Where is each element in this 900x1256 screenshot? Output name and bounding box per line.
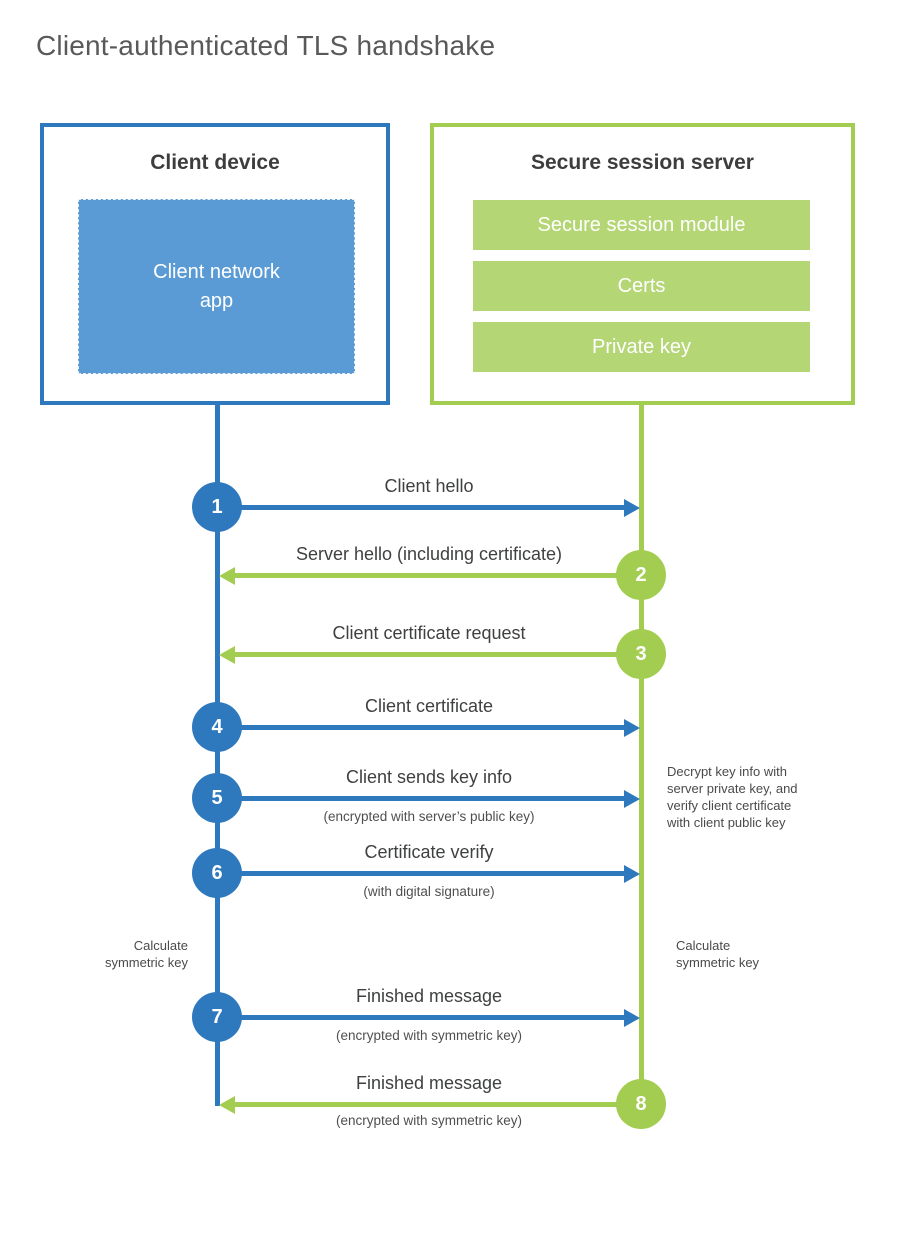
message-label: Client certificate	[364, 696, 494, 716]
client-network-app-label: Client network app	[153, 260, 280, 312]
server-module-bar: Private key	[473, 322, 810, 372]
message-label: Server hello (including certificate)	[295, 544, 563, 564]
client-network-app-box: Client network app	[78, 199, 355, 374]
message-sublabel: (encrypted with server’s public key)	[323, 809, 535, 824]
arrowhead-right-icon	[624, 790, 640, 808]
step-circle: 6	[192, 848, 242, 898]
step-number: 4	[211, 715, 223, 738]
server-module-label: Private key	[592, 335, 691, 358]
server-lifeline	[639, 405, 644, 1106]
message-label: Client hello	[384, 476, 474, 496]
arrow-server-to-client	[219, 567, 641, 585]
arrow-server-to-client	[219, 646, 641, 664]
message-sublabel: (encrypted with symmetric key)	[335, 1113, 523, 1128]
message-sublabel: (encrypted with symmetric key)	[335, 1028, 523, 1043]
note-calculate-symmetric-key-server: Calculate symmetric key	[676, 938, 760, 970]
step-number: 1	[211, 495, 223, 518]
arrow-client-to-server	[217, 790, 640, 808]
message-label: Finished message	[355, 1073, 503, 1093]
step-circle: 5	[192, 773, 242, 823]
message-sublabel: (with digital signature)	[363, 884, 495, 899]
server-module-label: Secure session module	[537, 213, 746, 236]
step-circle: 8	[616, 1079, 666, 1129]
message-label: Client certificate request	[332, 623, 526, 643]
client-lifeline	[215, 405, 220, 1106]
arrowhead-left-icon	[219, 1096, 235, 1114]
step-circle: 2	[616, 550, 666, 600]
arrow-client-to-server	[217, 865, 640, 883]
server-module-bar: Certs	[473, 261, 810, 311]
arrowhead-right-icon	[624, 719, 640, 737]
arrow-server-to-client	[219, 1096, 641, 1114]
step-number: 2	[635, 563, 647, 586]
message-label: Certificate verify	[364, 842, 494, 862]
step-number: 3	[635, 642, 647, 665]
step-circle: 1	[192, 482, 242, 532]
arrowhead-left-icon	[219, 646, 235, 664]
message-label: Finished message	[355, 986, 503, 1006]
server-module-label: Certs	[617, 274, 666, 297]
step-circle: 7	[192, 992, 242, 1042]
step-number: 8	[635, 1092, 647, 1115]
message-label: Client sends key info	[345, 767, 513, 787]
page-title: Client-authenticated TLS handshake	[36, 30, 496, 61]
step-circle: 4	[192, 702, 242, 752]
arrow-client-to-server	[217, 499, 640, 517]
step-number: 7	[211, 1005, 223, 1028]
server-box-title: Secure session server	[531, 151, 754, 174]
step-circle: 3	[616, 629, 666, 679]
server-module-bar: Secure session module	[473, 200, 810, 250]
note-calculate-symmetric-key-client: Calculate symmetric key	[104, 938, 188, 970]
arrowhead-right-icon	[624, 865, 640, 883]
arrowhead-right-icon	[624, 1009, 640, 1027]
arrowhead-right-icon	[624, 499, 640, 517]
note-decrypt-key-info: Decrypt key info with server private key…	[667, 764, 798, 830]
client-device-title: Client device	[150, 151, 280, 174]
arrow-client-to-server	[217, 719, 640, 737]
step-number: 5	[211, 786, 223, 809]
arrow-client-to-server	[217, 1009, 640, 1027]
step-number: 6	[211, 861, 223, 884]
arrowhead-left-icon	[219, 567, 235, 585]
